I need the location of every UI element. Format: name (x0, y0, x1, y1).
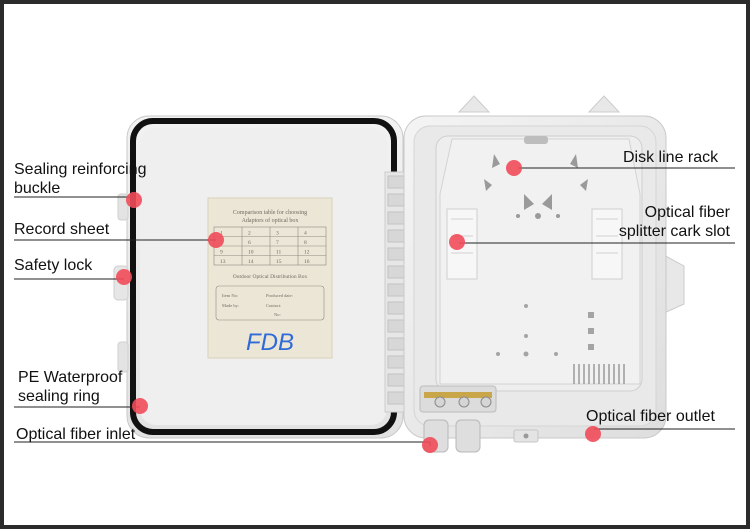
sheet-grid-cell: 2 (248, 231, 251, 237)
sheet-grid-cell: 7 (276, 240, 279, 246)
sheet-grid-cell: 6 (248, 240, 251, 246)
record-sheet: Comparison table for choosing Adaptors o… (207, 197, 333, 359)
hinge-strip (384, 171, 408, 413)
marker-fiber-inlet (422, 437, 438, 453)
sheet-grid-cell: 4 (304, 231, 307, 237)
sheet-subtitle: Outdoor Optical Distribution Box (233, 274, 308, 280)
marker-sealing-buckle (126, 192, 142, 208)
image-frame: Comparison table for choosing Adaptors o… (4, 4, 746, 525)
brand-logo-text: FDB (246, 329, 294, 356)
sheet-grid-cell: 10 (248, 250, 254, 256)
sheet-produced-date: Produced date: (266, 293, 293, 298)
label-splitter-slot: Optical fiber splitter cark slot (618, 204, 730, 240)
label-record-sheet: Record sheet (14, 221, 110, 238)
sheet-contact: Contact: (266, 303, 281, 308)
sheet-grid-cell: 16 (304, 259, 310, 265)
sheet-title-1: Comparison table for choosing (233, 209, 307, 216)
box-base (403, 95, 685, 453)
label-waterproof-ring: PE Waterproof sealing ring (18, 369, 123, 405)
marker-fiber-outlet (585, 426, 601, 442)
label-safety-lock: Safety lock (14, 257, 93, 274)
marker-disk-line-rack (506, 160, 522, 176)
sheet-grid-cell: 9 (220, 250, 223, 256)
label-disk-line-rack: Disk line rack (623, 149, 719, 166)
sheet-made-by: Made by: (222, 303, 239, 308)
sheet-grid-cell: 3 (276, 231, 279, 237)
marker-waterproof-ring (132, 398, 148, 414)
distribution-box-photo: Comparison table for choosing Adaptors o… (14, 95, 735, 453)
sheet-title-2: Adaptors of optical box (242, 217, 299, 224)
sheet-item-no: Item No: (222, 293, 238, 298)
marker-safety-lock (116, 269, 132, 285)
sheet-grid-cell: 12 (304, 250, 310, 256)
sheet-grid-cell: 13 (220, 259, 226, 265)
sheet-grid-cell: 15 (276, 259, 282, 265)
sheet-grid-cell: 14 (248, 259, 254, 265)
label-fiber-inlet: Optical fiber inlet (16, 426, 136, 443)
sheet-grid-cell: 8 (304, 240, 307, 246)
label-sealing-buckle: Sealing reinforcing buckle (14, 161, 147, 197)
marker-splitter-slot (449, 234, 465, 250)
label-fiber-outlet: Optical fiber outlet (586, 408, 715, 425)
marker-record-sheet (208, 232, 224, 248)
sheet-no: No: (274, 312, 281, 317)
sheet-grid-cell: 11 (276, 250, 282, 256)
leader-lines (14, 167, 735, 446)
